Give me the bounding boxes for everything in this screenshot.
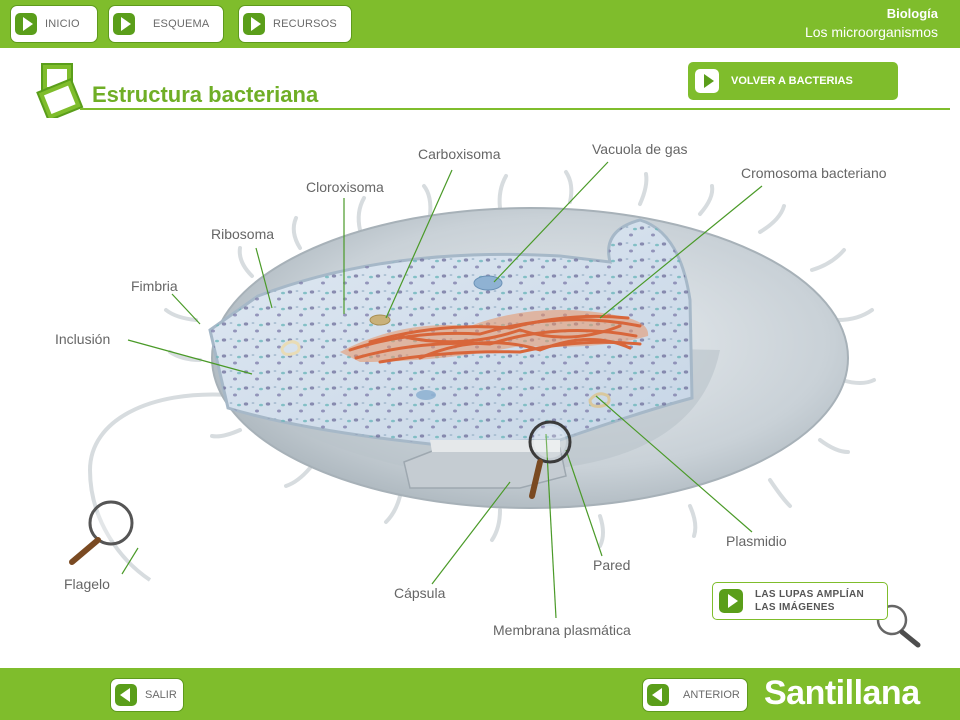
gas-vacuole — [473, 275, 503, 291]
recursos-button[interactable]: RECURSOS — [238, 5, 352, 43]
carboxysome — [369, 314, 391, 326]
label-carboxisoma: Carboxisoma — [418, 146, 501, 162]
anterior-label: ANTERIOR — [683, 689, 740, 701]
unit-title: Los microorganismos — [804, 24, 938, 40]
inclusion-body — [280, 340, 301, 356]
label-vacuola-de-gas: Vacuola de gas — [592, 141, 688, 157]
lupas-hint-button[interactable]: LAS LUPAS AMPLÍAN LAS IMÁGENES — [712, 582, 888, 620]
anterior-button[interactable]: ANTERIOR — [642, 678, 748, 712]
fimbriae — [164, 170, 876, 548]
title-divider — [80, 108, 950, 110]
page-title: Estructura bacteriana — [92, 82, 319, 107]
label-ribosoma: Ribosoma — [211, 226, 275, 242]
hint-line-2: LAS IMÁGENES — [755, 602, 835, 613]
chromosome — [340, 309, 649, 364]
header-info: Biología Los microorganismos — [805, 6, 938, 40]
hint-line-1: LAS LUPAS AMPLÍAN — [755, 589, 864, 600]
back-arrow-icon — [115, 684, 137, 706]
volver-label: VOLVER A BACTERIAS — [731, 75, 853, 87]
slides-icon — [36, 63, 84, 118]
label-inclusion: Inclusión — [55, 331, 111, 347]
leader-lines — [121, 161, 763, 619]
subject-title: Biología — [886, 6, 938, 21]
salir-label: SALIR — [145, 689, 177, 701]
magnifier-icon — [69, 500, 134, 565]
esquema-label: ESQUEMA — [153, 18, 210, 30]
label-fimbria: Fimbria — [131, 278, 178, 294]
esquema-button[interactable]: ESQUEMA — [108, 5, 224, 43]
inicio-label: INICIO — [45, 18, 80, 30]
label-plasmidio: Plasmidio — [726, 533, 787, 549]
magnifier-icon — [528, 420, 572, 499]
play-icon — [243, 13, 265, 35]
flagellum — [87, 392, 231, 582]
label-capsula: Cápsula — [394, 585, 446, 601]
play-icon — [719, 589, 743, 613]
label-membrana-plasmatica: Membrana plasmática — [493, 622, 631, 638]
inicio-button[interactable]: INICIO — [10, 5, 98, 43]
hint-label: LAS LUPAS AMPLÍAN LAS IMÁGENES — [755, 588, 864, 614]
play-icon — [15, 13, 37, 35]
play-icon — [113, 13, 135, 35]
label-flagelo: Flagelo — [64, 576, 110, 592]
label-cloroxisoma: Cloroxisoma — [306, 179, 384, 195]
play-icon — [695, 69, 719, 93]
label-pared: Pared — [593, 557, 631, 573]
back-arrow-icon — [647, 684, 669, 706]
salir-button[interactable]: SALIR — [110, 678, 184, 712]
volver-a-bacterias-button[interactable]: VOLVER A BACTERIAS — [688, 62, 898, 100]
label-cromosoma-bacteriano: Cromosoma bacteriano — [741, 165, 887, 181]
recursos-label: RECURSOS — [273, 18, 337, 30]
plasmid — [588, 392, 611, 408]
santillana-logo: Santillana — [764, 674, 920, 712]
